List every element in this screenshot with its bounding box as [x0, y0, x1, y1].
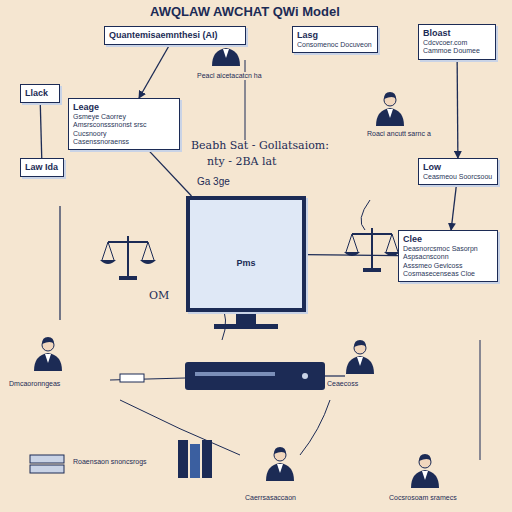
caption-text: Ceaecoss — [326, 380, 359, 388]
note-box: LowCeasmeou Soorcsoou — [418, 158, 498, 185]
box-text: Cucsnoory — [73, 130, 175, 138]
center-note: Beabh Sat - Gollatsaiom: — [190, 140, 330, 153]
connector — [40, 103, 41, 158]
box-heading: Bloast — [423, 28, 491, 39]
box-heading: Leage — [73, 102, 175, 113]
box-heading: Pms — [194, 258, 298, 269]
center-note: nty - 2BA lat — [206, 156, 277, 169]
connector — [451, 185, 456, 230]
note-text: Ga 3ge — [196, 176, 231, 188]
box-text: Cdcvcoer.com — [423, 39, 491, 47]
case-panel: CleeDeasnorcsmoc SasorpnAspsacnsconnAsss… — [398, 230, 498, 282]
box-text: Asssmeo Gevicoss — [403, 262, 493, 270]
connector — [306, 254, 398, 256]
box-text: Gsmeye Caorrey — [73, 113, 175, 121]
connector — [456, 60, 458, 158]
box-text: Consomenoc Docuveon — [297, 41, 373, 49]
box-text: Aspsacnsconn — [403, 253, 493, 261]
box-text: Cammoe Doumee — [423, 47, 491, 55]
monitor-screen: Pms — [186, 196, 306, 312]
box-heading: Quantemisaemnthesi (AI) — [109, 30, 241, 41]
caption-text: Caerrsasaccaon — [244, 494, 297, 502]
caption-text: Dmcaoronngeas — [8, 380, 61, 388]
box-text: Cosmasecenseas Cloe — [403, 270, 493, 278]
info-box: Quantemisaemnthesi (AI) — [104, 26, 246, 45]
document-box: LasgConsomenoc Docuveon — [292, 26, 378, 53]
web-box: BloastCdcvcoer.comCammoe Doumee — [418, 24, 496, 60]
box-text: Ceasmeou Soorcsoou — [423, 173, 493, 181]
connector — [139, 45, 170, 98]
box-text: Casenssnoraenss — [73, 138, 175, 146]
box-heading: Law Ida — [25, 162, 59, 173]
diagram-title: AWQLAW AWCHAT QWi Model — [150, 4, 340, 19]
box-heading: Llack — [25, 88, 55, 99]
connector — [149, 150, 192, 196]
caption-text: Roaci ancutt sarnc a — [366, 130, 432, 138]
box-heading: Lasg — [297, 30, 373, 41]
category-panel: LeageGsmeye CaorreyAmsrsconsssnonst srsc… — [68, 98, 180, 150]
handwritten-mark: OM — [148, 290, 170, 303]
caption-text: Cocsrosoam sramecs — [388, 494, 458, 502]
tag-box: Llack — [20, 84, 60, 103]
tag-box: Law Ida — [20, 158, 64, 177]
box-text: Deasnorcsmoc Sasorpn — [403, 245, 493, 253]
caption-text: Roaensaon snoncsrogs — [72, 458, 148, 466]
box-text: Amsrsconsssnonst srsc — [73, 121, 175, 129]
caption-text: Peacl aicetacatcn ha — [196, 72, 263, 80]
box-heading: Low — [423, 162, 493, 173]
box-heading: Clee — [403, 234, 493, 245]
